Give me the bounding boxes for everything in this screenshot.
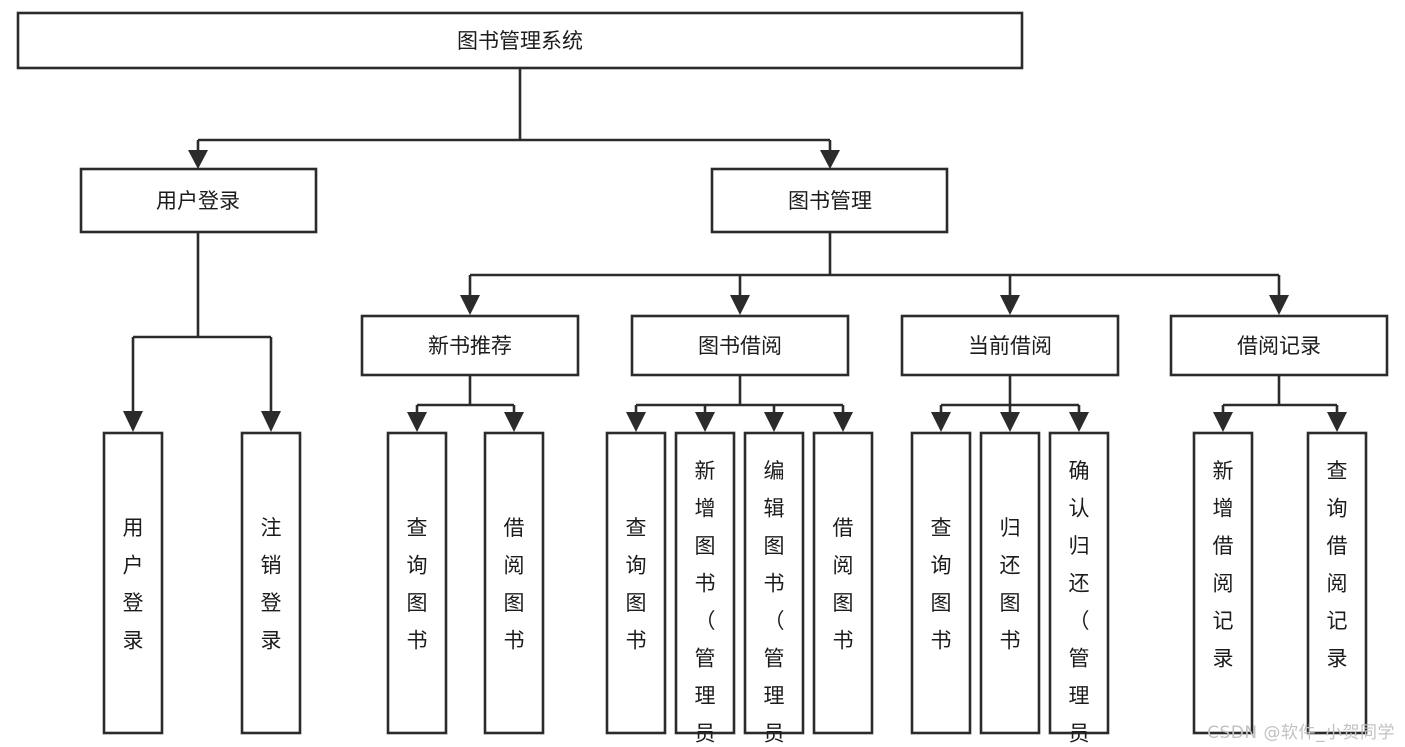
arrow-head-leaf-user-login xyxy=(123,411,143,432)
arrow-head-leaf-query-book-2 xyxy=(626,412,646,432)
arrow-head-leaf-query-book-3 xyxy=(931,412,951,432)
leaf-box[interactable] xyxy=(605,431,667,735)
arrow-head-book-management xyxy=(820,150,840,169)
node-current-borrow-box[interactable] xyxy=(900,314,1120,377)
leaf-node[interactable]: 查询图书 xyxy=(605,431,667,735)
leaf-box[interactable] xyxy=(483,431,545,735)
leaf-box[interactable] xyxy=(743,431,805,735)
leaf-node[interactable]: 新增图书（管理员） xyxy=(674,431,736,747)
leaf-box[interactable] xyxy=(1048,431,1110,735)
node-root-box[interactable] xyxy=(16,11,1024,70)
arrow-head-leaf-return-book xyxy=(1000,412,1020,432)
leaf-node[interactable]: 借阅图书 xyxy=(812,431,874,735)
leaf-box[interactable] xyxy=(979,431,1041,735)
node-root[interactable]: 图书管理系统 xyxy=(16,11,1024,70)
leaf-nodes-layer: 用户登录 注销登录 查询图书 借阅图书 查询图书 新增图书（管理员） xyxy=(102,431,1368,747)
node-current-borrow-label: 当前借阅 xyxy=(968,334,1052,358)
leaf-node[interactable]: 编辑图书（管理员） xyxy=(743,431,805,747)
leaf-box[interactable] xyxy=(1306,431,1368,735)
leaf-node[interactable]: 确认归还（管理员） xyxy=(1048,431,1110,747)
arrow-head-leaf-logout xyxy=(261,411,281,432)
arrow-head-leaf-query-book-1 xyxy=(407,412,427,432)
leaf-box[interactable] xyxy=(102,431,164,735)
arrow-head-borrow-record xyxy=(1269,295,1289,315)
arrow-head-leaf-edit-book xyxy=(764,412,784,432)
leaf-label: 新增借阅记录 xyxy=(1213,459,1234,671)
leaf-label: 查询借阅记录 xyxy=(1327,459,1348,671)
leaf-label: 查询图书 xyxy=(931,516,952,653)
leaf-label: 新增图书（管理员） xyxy=(695,459,716,747)
node-borrow-record-label: 借阅记录 xyxy=(1237,334,1321,358)
leaf-node[interactable]: 查询图书 xyxy=(386,431,448,735)
arrow-head-leaf-borrow-book-1 xyxy=(504,412,524,432)
leaf-box[interactable] xyxy=(812,431,874,735)
node-user-login[interactable]: 用户登录 xyxy=(79,167,318,234)
node-root-label: 图书管理系统 xyxy=(457,29,583,53)
leaf-node[interactable]: 新增借阅记录 xyxy=(1192,431,1254,735)
leaf-label: 借阅图书 xyxy=(833,516,854,653)
node-borrow-record-box[interactable] xyxy=(1169,314,1389,377)
node-book-management-box[interactable] xyxy=(710,167,949,234)
node-book-borrow-box[interactable] xyxy=(630,314,850,377)
node-user-login-label: 用户登录 xyxy=(156,189,240,213)
leaf-box[interactable] xyxy=(240,431,302,735)
leaf-label: 编辑图书（管理员） xyxy=(764,459,785,747)
leaf-node[interactable]: 注销登录 xyxy=(240,431,302,735)
arrow-head-leaf-confirm-return xyxy=(1069,412,1089,432)
node-user-login-box[interactable] xyxy=(79,167,318,234)
leaf-label: 归还图书 xyxy=(1000,516,1021,653)
leaf-label: 用户登录 xyxy=(123,516,144,653)
node-book-management[interactable]: 图书管理 xyxy=(710,167,949,234)
connector-layer xyxy=(123,68,1347,432)
node-borrow-record[interactable]: 借阅记录 xyxy=(1169,314,1389,377)
arrow-head-leaf-query-record xyxy=(1327,412,1347,432)
node-book-borrow-label: 图书借阅 xyxy=(698,334,782,358)
leaf-node[interactable]: 查询图书 xyxy=(910,431,972,735)
node-book-borrow[interactable]: 图书借阅 xyxy=(630,314,850,377)
leaf-label: 查询图书 xyxy=(407,516,428,653)
arrow-head-leaf-borrow-book-2 xyxy=(833,412,853,432)
arrow-head-leaf-add-record xyxy=(1213,412,1233,432)
leaf-label: 借阅图书 xyxy=(504,516,525,653)
leaf-node[interactable]: 借阅图书 xyxy=(483,431,545,735)
arrow-head-book-borrow xyxy=(730,295,750,315)
node-current-borrow[interactable]: 当前借阅 xyxy=(900,314,1120,377)
leaf-node[interactable]: 归还图书 xyxy=(979,431,1041,735)
arrow-head-current-borrow xyxy=(1000,295,1020,315)
node-book-management-label: 图书管理 xyxy=(788,189,872,213)
node-new-book-recommend-label: 新书推荐 xyxy=(428,334,512,358)
leaf-box[interactable] xyxy=(910,431,972,735)
leaf-node[interactable]: 查询借阅记录 xyxy=(1306,431,1368,735)
node-new-book-recommend-box[interactable] xyxy=(360,314,580,377)
node-new-book-recommend[interactable]: 新书推荐 xyxy=(360,314,580,377)
arrow-head-user-login xyxy=(188,150,208,169)
leaf-node[interactable]: 用户登录 xyxy=(102,431,164,735)
leaf-box[interactable] xyxy=(1192,431,1254,735)
leaf-label: 确认归还（管理员） xyxy=(1069,459,1090,747)
arrow-head-new-book-recommend xyxy=(460,295,480,315)
arrow-head-leaf-add-book xyxy=(695,412,715,432)
leaf-box[interactable] xyxy=(674,431,736,735)
leaf-label: 查询图书 xyxy=(626,516,647,653)
leaf-label: 注销登录 xyxy=(261,516,282,653)
leaf-box[interactable] xyxy=(386,431,448,735)
